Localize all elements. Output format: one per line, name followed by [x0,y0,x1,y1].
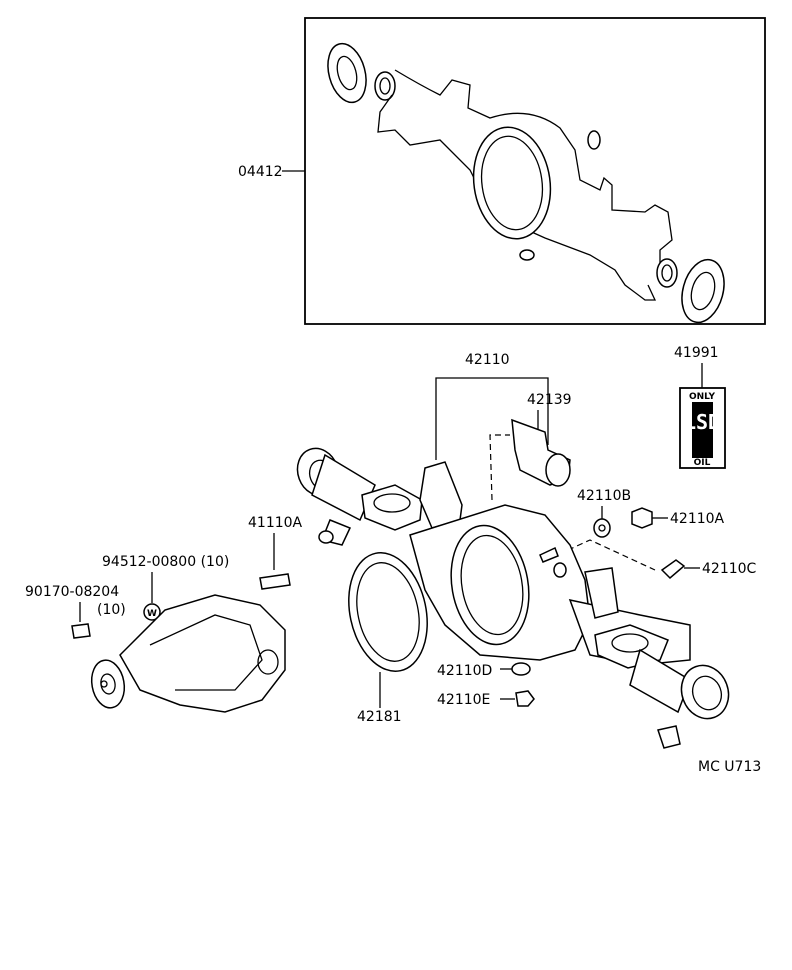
label-42110D: 42110D [437,663,492,679]
figure-id: MC U713 [698,759,761,775]
label-42110B: 42110B [577,488,631,504]
callout-42110: 42110 [435,352,549,460]
label-42110E: 42110E [437,692,490,708]
callout-42110C: 42110C [567,539,757,580]
axle-housing-42110 [296,447,730,749]
label-42110C: 42110C [702,561,757,577]
label-42139: 42139 [527,392,572,408]
callout-90170: 90170-08204 (10) [25,584,126,639]
callout-94512: 94512-00800 (10) W [102,554,229,621]
label-42110A: 42110A [670,511,725,527]
plate-bottom-text: OIL [694,458,711,468]
callout-42110A: 42110A [631,507,725,529]
plate-top-text: ONLY [689,392,716,402]
callout-42110B: 42110B [577,488,631,538]
callout-41110A: 41110A [248,515,303,590]
differential-carrier [90,594,286,713]
callout-42110D: 42110D [437,662,531,679]
washer-mark: W [147,609,157,619]
label-42181: 42181 [357,709,402,725]
label-42110: 42110 [465,352,510,368]
gasket-42181: 42181 [348,552,428,725]
lsd-caution-plate: 41991 ONLY OIL LSD [674,345,726,469]
plate-letters: LSD [684,410,720,434]
label-90170-qty: (10) [97,602,126,618]
label-04412: 04412 [238,164,283,180]
gasket-kit-box: 04412 [238,17,766,325]
label-41991: 41991 [674,345,719,361]
label-94512: 94512-00800 (10) [102,554,229,570]
callout-42110E: 42110E [437,690,535,708]
label-90170: 90170-08204 [25,584,119,600]
axle-tube-42139 [489,418,571,501]
label-41110A: 41110A [248,515,303,531]
